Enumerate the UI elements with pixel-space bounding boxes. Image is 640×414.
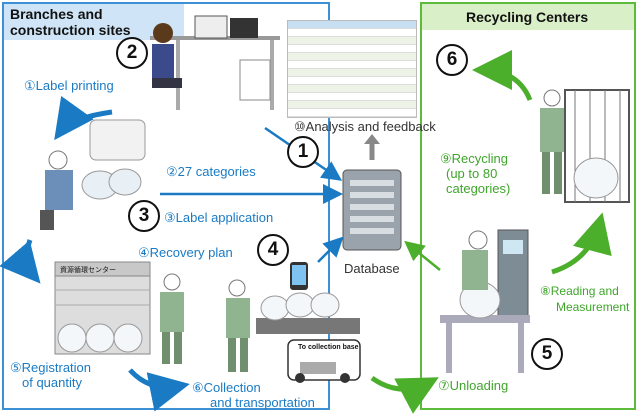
recycling-text-line2: (up to 80 (446, 166, 498, 181)
label-application-illustration (40, 119, 146, 230)
collection-text-line1: ⑥Collection (192, 380, 261, 395)
branches-panel-header: Branches and construction sites (4, 4, 184, 40)
recycling-panel-title: Recycling Centers (466, 9, 589, 25)
categories-text: ②27 categories (166, 164, 256, 179)
database-label: Database (344, 261, 400, 276)
analysis-report-table (287, 20, 417, 118)
recycling-worker-illustration (540, 89, 630, 203)
arrow-measurement-to-recycling (551, 212, 612, 275)
arrow-plan-to-database (317, 236, 344, 263)
reading-measurement-station (440, 229, 530, 373)
analysis-feedback-text: ⑩Analysis and feedback (294, 119, 436, 134)
recycling-panel-header: Recycling Centers (422, 4, 634, 30)
registration-text-line1: ⑤Registration (10, 360, 92, 375)
reading-measurement-text-line2: Measurement (556, 300, 630, 314)
unloading-text: ⑦Unloading (438, 378, 509, 393)
recovery-plan-worker (226, 262, 308, 372)
recycling-panel: Recycling Centers (420, 2, 636, 410)
arrow-recycling-to-analysis (472, 50, 533, 102)
step-badge-2: 2 (116, 37, 148, 69)
step-badge-5: 5 (531, 338, 563, 370)
label-application-text: ③Label application (164, 210, 274, 225)
arrow-application-to-registration (0, 239, 41, 284)
step-badge-1: 1 (287, 136, 319, 168)
arrow-registration-to-collection (128, 368, 190, 412)
recycling-text-line3: categories) (446, 181, 511, 196)
building-sign: 資源循環センター (60, 267, 116, 274)
recycling-text-line1: ⑨Recycling (440, 151, 509, 166)
registration-text-line2: of quantity (22, 375, 82, 390)
step-badge-6: 6 (436, 44, 468, 76)
quantity-registration-worker (160, 273, 184, 364)
database-server-icon (342, 169, 402, 251)
collection-truck-illustration (256, 292, 361, 383)
arrow-printing-to-application (54, 95, 113, 141)
label-printing-text: ①Label printing (24, 78, 114, 93)
reading-measurement-text-line1: ⑧Reading and (540, 284, 619, 298)
recovery-plan-text: ④Recovery plan (138, 245, 233, 260)
step-badge-4: 4 (257, 234, 289, 266)
step-badge-3: 3 (128, 200, 160, 232)
arrow-measurement-to-database (404, 240, 441, 271)
arrow-truck-to-unloading (370, 375, 439, 414)
collection-text-line2: and transportation (210, 395, 315, 410)
branches-panel-title: Branches and construction sites (10, 6, 131, 38)
truck-sign: To collection base (298, 344, 359, 351)
storage-building-illustration (54, 261, 151, 355)
office-worker-illustration (150, 15, 280, 110)
